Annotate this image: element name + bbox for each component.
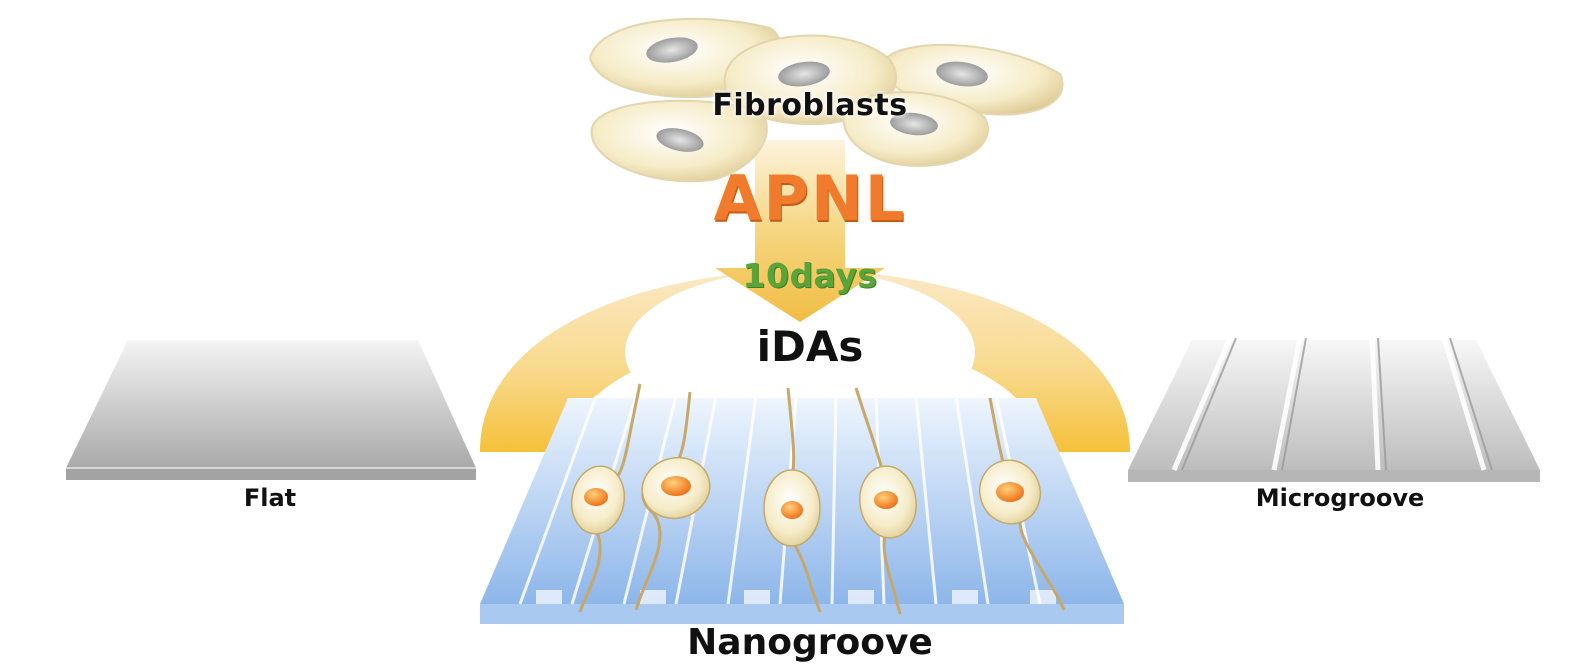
conversion-arc [480,270,1130,452]
neuron-group [570,383,1066,615]
fibroblast-cell-icon [842,91,989,168]
flat-label: Flat [243,484,297,512]
fibroblast-cell-icon [723,34,897,126]
neuron-cell-icon [979,397,1066,611]
process-arrow [715,140,885,322]
neuron-cell-icon [854,387,917,615]
neuron-cell-icon [634,391,711,611]
duration-label: 10days [742,256,878,295]
neuron-cell-icon [763,387,822,613]
fibroblasts-label: Fibroblasts [712,88,908,123]
apnl-label: APNL [713,162,907,235]
idas-label: iDAs [756,322,864,371]
nanogroove-label: Nanogroove [687,622,933,663]
fibroblast-cluster [588,17,1064,183]
flat-substrate [66,340,476,480]
microgroove-substrate [1128,337,1540,482]
microgroove-label: Microgroove [1255,484,1425,512]
neuron-cell-icon [570,383,642,613]
fibroblast-cell-icon [590,99,768,183]
